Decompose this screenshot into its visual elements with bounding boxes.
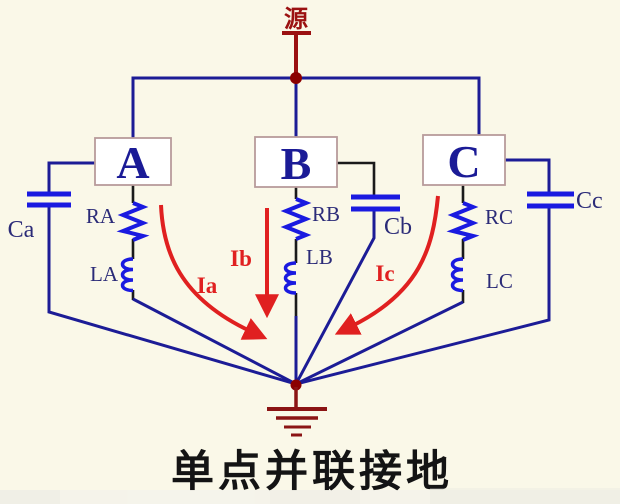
inductor-lb-symbol <box>283 261 297 295</box>
capacitors <box>27 191 574 212</box>
capacitor-cc-symbol <box>527 191 574 209</box>
component-labels: RA LA RB LB RC LC Ca Cb Cc <box>8 188 603 293</box>
module-box-a <box>94 137 172 186</box>
bus-junction-dot <box>290 72 302 84</box>
ground-junction-dot <box>290 379 302 391</box>
resistor-ra-symbol <box>116 201 150 242</box>
cap-a-return-wire <box>47 206 297 386</box>
capacitor-ca-symbol <box>27 191 71 208</box>
module-box-b <box>254 136 338 188</box>
capacitor-cb-label: Cb <box>384 214 412 240</box>
diagram-title: 单点并联接地 <box>171 448 453 496</box>
inductors <box>120 257 464 295</box>
inductor-lc-symbol <box>450 257 464 293</box>
current-ia-label: Ia <box>197 273 218 298</box>
inductor-lc-label: LC <box>486 269 513 293</box>
capacitor-cc-label: Cc <box>576 188 603 214</box>
resistor-rc-symbol <box>446 201 480 242</box>
resistor-rc-label: RC <box>485 205 513 229</box>
branch-a-return-wire <box>132 297 297 386</box>
ground-symbol <box>267 379 327 437</box>
current-ic-label: Ic <box>375 261 394 286</box>
module-letter-c: C <box>447 136 480 187</box>
cap-b-stub-wire <box>337 161 376 196</box>
current-ia-arrow <box>159 204 268 340</box>
cap-c-wire <box>505 158 551 192</box>
module-boxes: A B C <box>94 134 506 189</box>
resistor-ra-label: RA <box>86 204 116 228</box>
current-ic-arrow <box>334 195 440 335</box>
branch-c-return-wire <box>295 300 464 386</box>
module-letter-b: B <box>281 138 312 189</box>
inductor-la-symbol <box>120 257 134 293</box>
resistor-rb-label: RB <box>312 202 340 226</box>
ground-return-wires <box>47 158 551 386</box>
capacitor-cb-symbol <box>351 194 400 212</box>
power-source: 源 <box>282 6 311 76</box>
bus-wire <box>131 76 481 138</box>
inductor-lb-label: LB <box>306 245 333 269</box>
current-ib-label: Ib <box>230 246 252 271</box>
cap-c-return-wire <box>295 205 551 386</box>
bottom-strip <box>0 488 620 504</box>
module-box-c <box>422 134 506 186</box>
cap-b-return-wire <box>294 207 376 385</box>
top-bus-wires <box>131 72 481 138</box>
module-letter-a: A <box>116 137 149 188</box>
cap-a-wire <box>47 161 95 192</box>
capacitor-ca-label: Ca <box>8 217 35 243</box>
inductor-la-label: LA <box>90 262 119 286</box>
resistors <box>116 197 480 242</box>
source-label: 源 <box>284 6 308 33</box>
resistor-rb-symbol <box>280 197 312 241</box>
current-arrows: Ia Ib Ic <box>159 195 440 340</box>
